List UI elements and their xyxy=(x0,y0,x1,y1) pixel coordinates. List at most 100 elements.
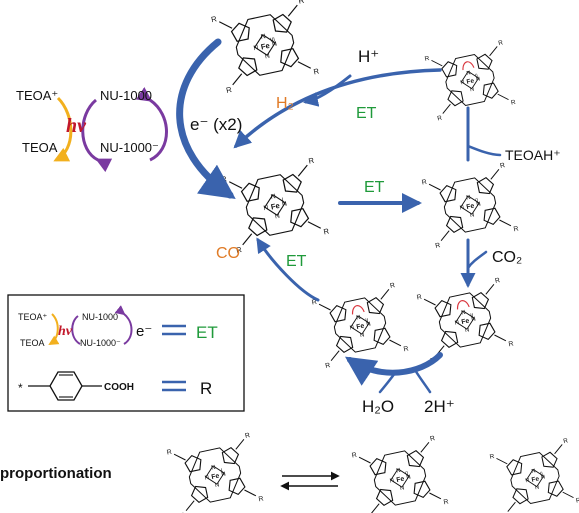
pyrrole-ring xyxy=(240,182,260,203)
legend-hv: hv xyxy=(58,324,73,339)
meso-bond xyxy=(287,4,298,17)
fe-center: Fe xyxy=(461,318,470,327)
legend-teoa-plus: TEOA⁺ xyxy=(18,312,48,322)
n-atom: N xyxy=(263,204,269,212)
macrocycle xyxy=(188,447,242,503)
pyrrole-ring xyxy=(447,90,464,107)
r-substituent: R xyxy=(510,99,516,107)
n-atom: N xyxy=(541,474,546,481)
disproportionation-section: proportionation xyxy=(0,465,340,491)
pyrrole-ring xyxy=(441,61,458,78)
r-substituent: R xyxy=(421,179,427,187)
n4-core xyxy=(525,468,545,488)
meso-bond xyxy=(297,61,312,69)
meso-bond xyxy=(497,93,509,101)
meso-bond xyxy=(499,219,512,227)
r-substituent: R xyxy=(575,497,579,505)
oxidation-state: III xyxy=(270,37,276,44)
r-substituent: R xyxy=(437,115,443,123)
pyrrole-ring xyxy=(221,447,240,465)
meso-bond xyxy=(370,503,380,513)
legend-nu1000: NU-1000 xyxy=(82,312,118,322)
legend-box: TEOA⁺ TEOA NU-1000 NU-1000⁻ hv e⁻ ET * C… xyxy=(7,294,245,412)
fe-center: Fe xyxy=(270,201,281,212)
pyrrole-ring xyxy=(290,207,310,228)
reduction-arrow xyxy=(176,38,236,199)
h2o-label: H₂O xyxy=(362,397,394,416)
et-middle-label: ET xyxy=(364,179,385,196)
meso-bond xyxy=(330,350,340,362)
oxidation-state: I xyxy=(281,197,284,203)
r-substituent: R xyxy=(508,340,514,348)
meso-bond xyxy=(440,230,450,242)
oxidation-state: II xyxy=(470,313,474,319)
legend-benzene-ring xyxy=(49,371,83,401)
legend-star: * xyxy=(18,381,23,395)
n-atom: N xyxy=(221,471,226,478)
fe-center: Fe xyxy=(211,473,220,482)
meso-bond xyxy=(431,59,443,67)
meso-bond xyxy=(496,457,508,465)
r-substituent: R xyxy=(489,453,495,461)
r-substituent: R xyxy=(443,498,449,506)
r-substituent: R xyxy=(166,449,172,457)
pyrrole-ring xyxy=(476,177,495,195)
meso-bond xyxy=(442,103,451,114)
r-substituent: R xyxy=(235,245,243,255)
co2-branch xyxy=(466,250,488,270)
oxidation-state: II xyxy=(475,73,479,79)
meso-bond xyxy=(485,283,495,295)
meso-bond xyxy=(235,438,245,450)
pyrrole-ring xyxy=(483,207,501,226)
co-label: CO xyxy=(216,245,240,262)
pyrrole-ring xyxy=(471,292,490,310)
n4-core xyxy=(254,34,276,56)
pyrrole-ring xyxy=(445,215,464,233)
teoah-plus-label: TEOAH⁺ xyxy=(505,147,561,163)
teoa-label: TEOA xyxy=(22,140,58,155)
macrocycle xyxy=(443,177,497,233)
pyrrole-ring xyxy=(439,184,457,203)
r-substituent: R xyxy=(403,345,409,353)
meso-bond xyxy=(489,46,498,57)
oxidation-state: 0 xyxy=(475,198,479,204)
n-atom: N xyxy=(396,468,401,475)
pyrrole-ring xyxy=(547,480,564,497)
n4-core xyxy=(455,310,475,330)
teoah-branch xyxy=(466,144,502,157)
n-atom: N xyxy=(260,33,266,41)
n-atom: N xyxy=(531,468,536,475)
r-substituent: R xyxy=(499,162,505,170)
r-substituent: R xyxy=(308,156,316,166)
h2-label: H₂ xyxy=(276,95,294,112)
macrocycle xyxy=(373,450,427,506)
n-atom: N xyxy=(211,465,216,472)
pyrrole-ring xyxy=(506,459,523,476)
n-atom: N xyxy=(360,332,365,339)
nu1000-arrow-a xyxy=(81,98,113,173)
r-substituent: R xyxy=(351,452,357,460)
oxidation-state: I xyxy=(221,468,224,474)
n4-core xyxy=(460,195,480,215)
r-substituent: R xyxy=(298,0,306,6)
oxidation-state: II xyxy=(365,318,369,324)
n-atom: N xyxy=(366,321,371,328)
n-atom: N xyxy=(461,310,466,317)
n-atom: N xyxy=(204,475,209,482)
meso-bond xyxy=(428,183,441,191)
legend-nu1000-minus: NU-1000⁻ xyxy=(80,338,121,348)
nu1000-label: NU-1000 xyxy=(100,88,152,103)
photo-cycle: TEOA⁺ TEOA NU-1000 NU-1000⁻ hv e⁻ (x2) xyxy=(16,87,242,173)
pyrrole-ring xyxy=(230,22,250,43)
r-substituent: R xyxy=(313,66,321,76)
meso-bond xyxy=(562,491,574,499)
nu1000-minus-label: NU-1000⁻ xyxy=(100,140,159,155)
pyrrole-ring xyxy=(248,217,268,237)
meso-bond xyxy=(507,501,516,512)
n-atom: N xyxy=(466,195,471,202)
meso-bond xyxy=(423,298,436,306)
n-atom: N xyxy=(253,44,259,52)
